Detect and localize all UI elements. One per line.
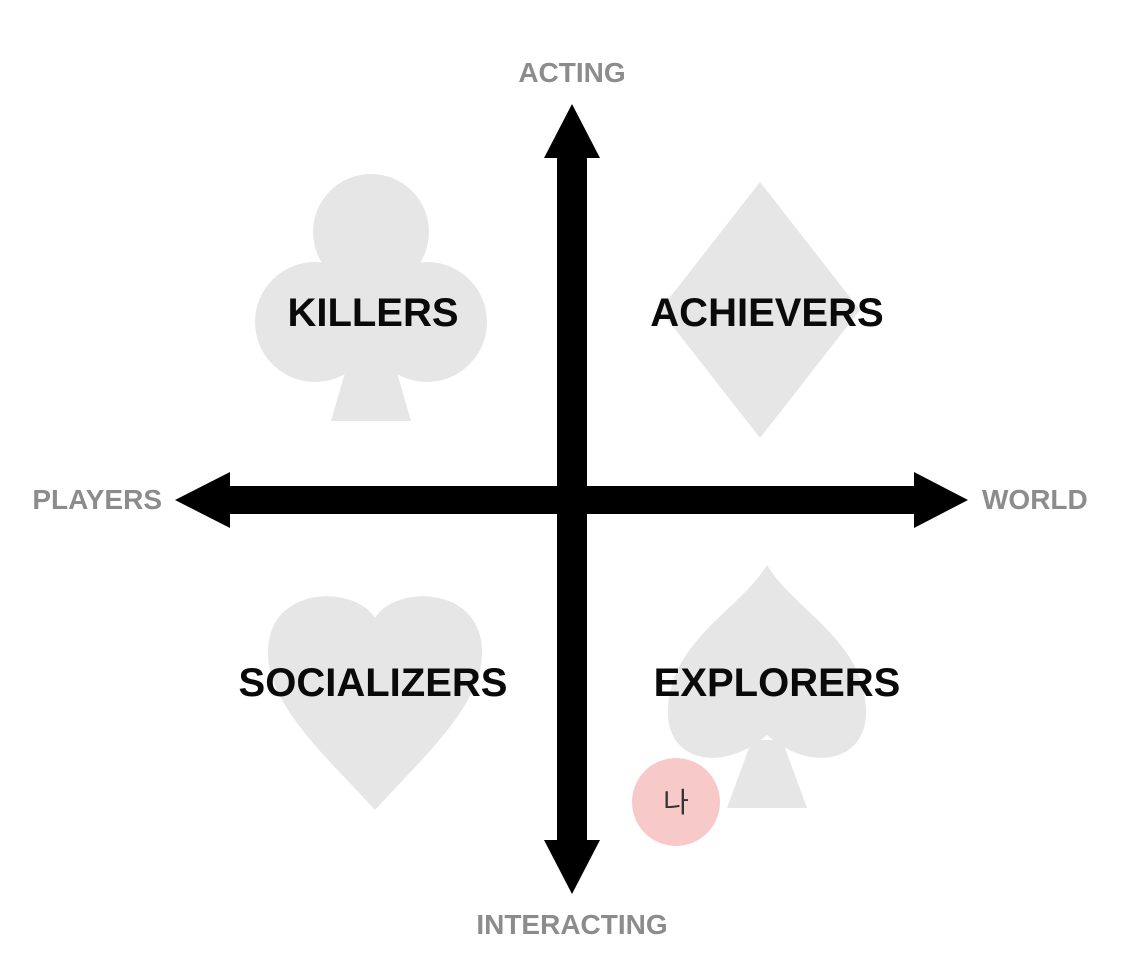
quadrant-label-achievers: ACHIEVERS — [650, 291, 883, 335]
quadrant-label-killers: KILLERS — [287, 291, 458, 335]
axis-label-players: PLAYERS — [32, 484, 162, 515]
axis-label-interacting: INTERACTING — [476, 909, 667, 940]
quadrant-label-socializers: SOCIALIZERS — [239, 661, 508, 705]
position-marker-text: 나 — [663, 786, 689, 819]
quadrant-label-explorers: EXPLORERS — [654, 661, 901, 705]
horizontal-axis-arrow — [175, 472, 968, 528]
diamond-icon — [660, 182, 860, 438]
axis-label-acting: ACTING — [518, 57, 625, 88]
club-icon — [255, 174, 487, 421]
position-marker: 나 — [632, 758, 720, 846]
heart-icon — [267, 596, 483, 810]
spade-icon — [667, 565, 867, 808]
axis-label-world: WORLD — [982, 484, 1088, 515]
